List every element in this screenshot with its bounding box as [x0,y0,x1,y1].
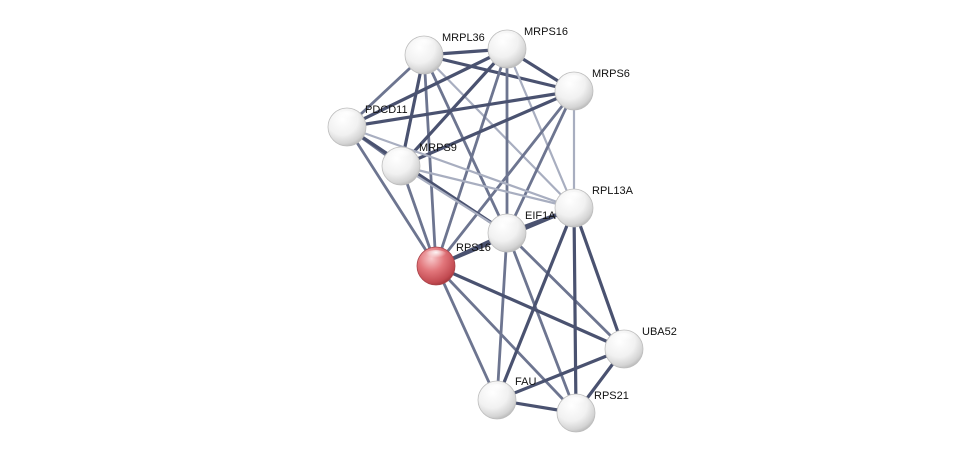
edge-mrps9-rpl13a [399,164,576,210]
node-highlight [564,397,588,409]
node-label-rps21: RPS21 [594,390,629,402]
edge-rpl13a-fau [495,206,576,402]
edge-mrps16-mrps9 [399,47,509,168]
edge-mrps6-eif1ax [505,89,576,235]
node-uba52[interactable]: UBA52 [604,326,677,369]
node-rpl13a[interactable]: RPL13A [554,185,634,228]
edge-pdcd11-rpl13a [345,125,576,210]
edge-pdcd11-rps16 [345,125,438,268]
edge-mrps16-pdcd11 [345,47,509,129]
edge-mrps9-eif1ax [399,164,509,235]
edge-mrps6-mrps9 [399,89,576,168]
node-label-rps16: RPS16 [456,242,491,254]
edge-rps16-uba52 [434,264,626,351]
edge-eif1ax-uba52 [505,231,626,351]
node-highlight [612,333,636,345]
edge-eif1ax-fau [495,231,509,402]
edge-rps16-fau [434,264,499,402]
node-rps21[interactable]: RPS21 [556,390,629,433]
edge-mrps16-rps16 [434,47,509,268]
edge-rpl13a-uba52 [572,206,626,351]
node-label-rpl13a: RPL13A [592,185,634,197]
node-mrps9[interactable]: MRPS9 [381,142,457,186]
edge-rpl13a-rps21 [572,206,578,415]
node-label-pdcd11: PDCD11 [365,104,408,116]
node-eif1ax[interactable]: EIF1A [487,210,556,253]
node-label-fau: FAU [515,376,536,388]
node-pdcd11[interactable]: PDCD11 [327,104,408,147]
node-mrpl36[interactable]: MRPL36 [404,32,485,75]
edge-mrps6-pdcd11 [345,89,576,129]
node-mrps6[interactable]: MRPS6 [554,68,630,111]
node-fau[interactable]: FAU [477,376,536,420]
edge-rps16-rps21 [434,264,578,415]
node-label-mrps9: MRPS9 [419,142,457,154]
node-mrps16[interactable]: MRPS16 [487,26,568,69]
node-highlight [562,75,586,87]
edge-uba52-fau [495,347,626,402]
edge-mrpl36-eif1ax [422,53,509,235]
node-highlight [495,217,519,229]
node-highlight [389,150,413,162]
node-highlight [495,33,519,45]
node-highlight [335,111,359,123]
node-highlight [424,250,448,262]
node-label-mrps16: MRPS16 [524,26,568,38]
node-label-mrpl36: MRPL36 [442,32,485,44]
node-highlight [412,39,436,51]
edge-mrpl36-rpl13a [422,53,576,210]
node-highlight [485,384,509,396]
edge-eif1ax-rps21 [505,231,578,415]
edge-mrps16-rpl13a [505,47,576,210]
node-label-eif1ax: EIF1A [525,210,556,222]
node-highlight [562,192,586,204]
node-label-uba52: UBA52 [642,326,677,338]
node-label-mrps6: MRPS6 [592,68,630,80]
node-rps16[interactable]: RPS16 [416,242,491,286]
edge-mrps6-rps16 [434,89,576,268]
